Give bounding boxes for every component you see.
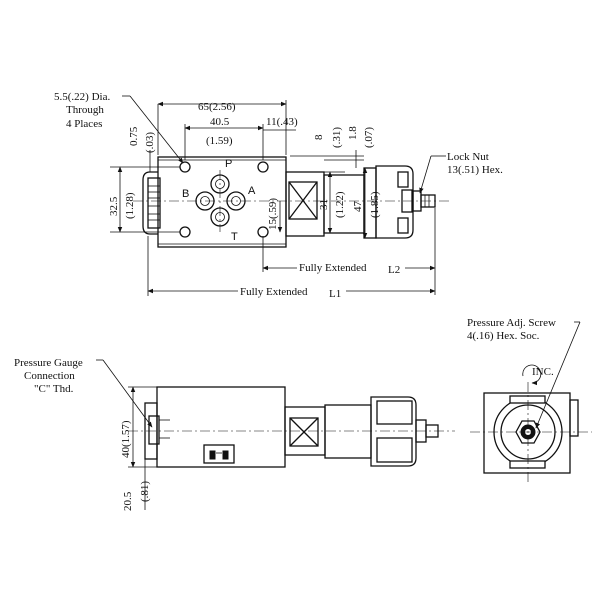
- dim-1-8: 1.8: [347, 126, 359, 140]
- dim-47: 47: [352, 201, 364, 213]
- gauge-label-3: "C" Thd.: [34, 383, 74, 395]
- end-view: Pressure Adj. Screw 4(.16) Hex. Soc. INC…: [467, 317, 592, 482]
- hole-callout-3: 4 Places: [66, 118, 102, 130]
- side-view: Pressure Gauge Connection "C" Thd. 40(1.…: [14, 357, 455, 511]
- dim-31b: 31: [318, 199, 330, 210]
- port-a-label: A: [248, 185, 256, 197]
- adjuster-knob-top: [375, 165, 414, 239]
- l1-label: L1: [329, 288, 341, 300]
- port-t-label: T: [231, 231, 238, 243]
- dim-03: (.03): [144, 132, 156, 153]
- l2-label: L2: [388, 264, 400, 276]
- dim-1-28: (1.28): [124, 192, 136, 219]
- dim-1-59: (1.59): [206, 135, 233, 147]
- valve-body-side: [156, 386, 286, 468]
- top-view: P A B T Lock Nut 13(.51) Hex. 5.5(.22) D…: [54, 91, 503, 300]
- mount-hole: [179, 161, 191, 173]
- mount-hole: [179, 226, 191, 238]
- dim-0-75: 0.75: [128, 126, 140, 146]
- fully-extended-l1: Fully Extended: [240, 286, 308, 298]
- dim-40: 40(1.57): [120, 420, 132, 458]
- port-p-label: P: [225, 158, 232, 170]
- fully-extended-l2: Fully Extended: [299, 262, 367, 274]
- dim-32-5: 32.5: [108, 196, 120, 216]
- dim-15: 15(.59): [267, 198, 279, 230]
- port-b-label: B: [182, 188, 189, 200]
- dim-1-22: (1.22): [334, 191, 346, 218]
- gauge-label-2: Connection: [24, 370, 75, 382]
- inc-label: INC.: [532, 366, 554, 378]
- connector-plug: [203, 444, 235, 464]
- lock-nut-label: Lock Nut: [447, 151, 489, 163]
- gauge-cap-top: [142, 171, 158, 235]
- screw-label-1: Pressure Adj. Screw: [467, 317, 556, 329]
- dim-07: (.07): [363, 127, 375, 148]
- dim-8: 8: [313, 134, 325, 140]
- hole-callout-2: Through: [66, 104, 104, 116]
- gauge-label-1: Pressure Gauge: [14, 357, 83, 369]
- dim-81: (.81): [139, 481, 151, 502]
- dim-65: 65(2.56): [198, 101, 236, 113]
- adjuster-knob-side: [370, 396, 417, 467]
- screw-label-2: 4(.16) Hex. Soc.: [467, 330, 540, 342]
- hole-callout-1: 5.5(.22) Dia.: [54, 91, 110, 103]
- dim-20-5: 20.5: [122, 491, 134, 511]
- mount-hole: [257, 161, 269, 173]
- dim-31: (.31): [331, 127, 343, 148]
- dim-1-85: (1.85): [369, 191, 381, 218]
- dim-40-5: 40.5: [210, 116, 230, 128]
- dim-11: 11(.43): [266, 116, 298, 128]
- inc-arrow-icon: [522, 364, 542, 386]
- lock-nut-size: 13(.51) Hex.: [447, 164, 503, 176]
